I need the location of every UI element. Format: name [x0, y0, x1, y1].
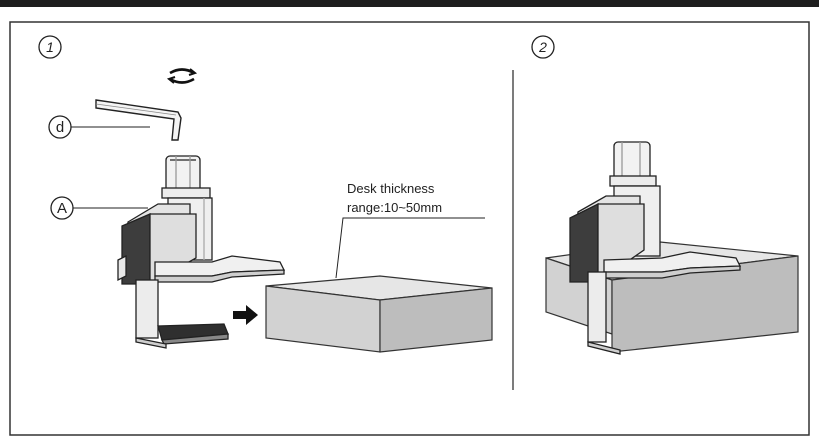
step-1-marker: 1: [38, 35, 62, 59]
desk-clamp-step1: [117, 155, 286, 349]
top-border-band: [0, 0, 819, 7]
callout-line-1: Desk thickness: [347, 181, 435, 196]
step-2-marker: 2: [531, 35, 555, 59]
hex-wrench: [95, 99, 182, 141]
desk-block-step1: [265, 275, 493, 353]
rotate-arrows-icon: [166, 68, 198, 84]
right-arrow-icon: [233, 305, 258, 325]
part-a-letter: A: [57, 200, 67, 217]
desk-thickness-callout: Desk thickness range:10~50mm: [335, 181, 485, 279]
desk-clamp-step2: [569, 141, 742, 355]
part-d-label: d: [48, 115, 150, 139]
step-2-number: 2: [538, 39, 547, 55]
step-1-number: 1: [46, 39, 54, 55]
diagram-frame: [9, 21, 810, 436]
part-d-letter: d: [56, 119, 64, 136]
part-a-label: A: [50, 196, 148, 220]
callout-line-2: range:10~50mm: [347, 200, 442, 215]
